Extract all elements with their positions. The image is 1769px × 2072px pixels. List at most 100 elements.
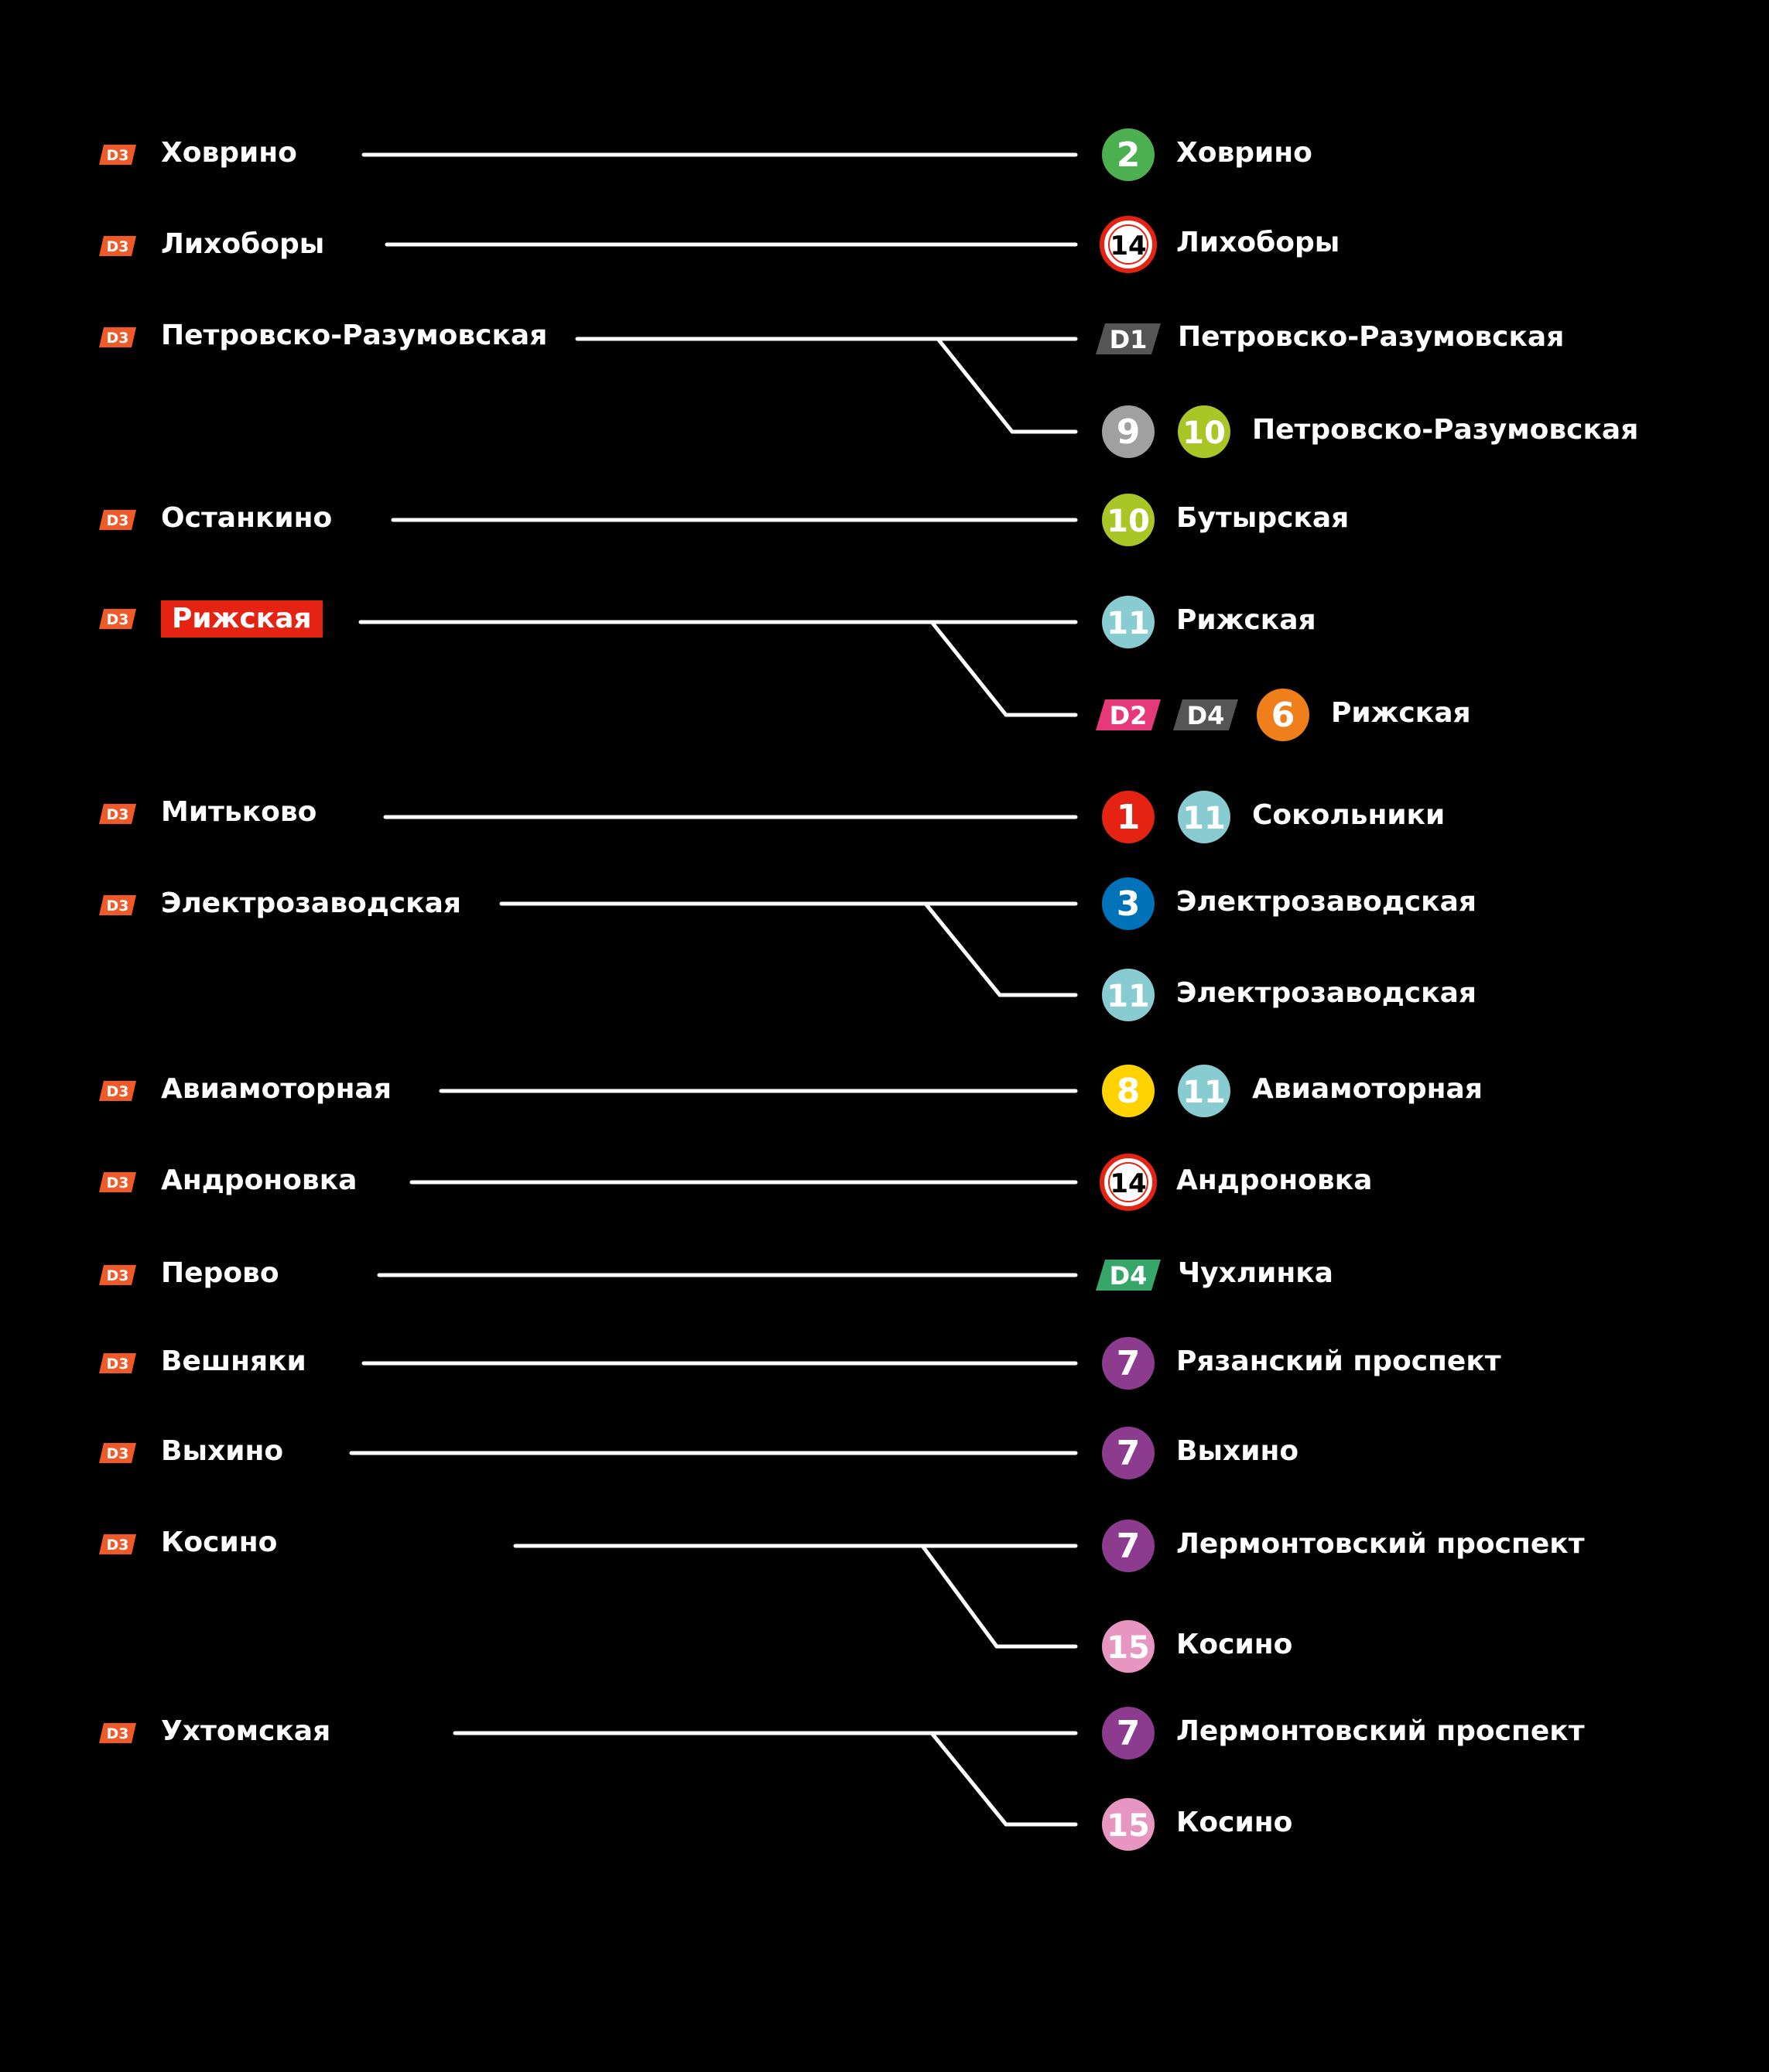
svg-text:D3: D3 xyxy=(107,1445,129,1462)
transfer-station-label: Лермонтовский проспект xyxy=(1176,1528,1585,1560)
svg-text:14: 14 xyxy=(1110,231,1146,262)
svg-text:14: 14 xyxy=(1110,1168,1146,1199)
svg-text:6: 6 xyxy=(1271,696,1295,735)
d3-line-icon: D3 xyxy=(99,609,136,629)
transfer-station-label: Ховрино xyxy=(1176,137,1312,169)
d1-line-icon: D1 xyxy=(1096,323,1161,354)
d3-line-icon: D3 xyxy=(99,1443,136,1463)
line-11-icon: 11 xyxy=(1178,791,1230,843)
svg-text:1: 1 xyxy=(1117,798,1141,837)
line-7-icon: 7 xyxy=(1102,1707,1155,1759)
svg-text:D3: D3 xyxy=(107,898,129,915)
branch-connector xyxy=(929,1731,1008,1827)
d3-line-icon: D3 xyxy=(99,1723,136,1743)
branch-connector xyxy=(923,901,1002,997)
svg-text:8: 8 xyxy=(1117,1072,1141,1111)
transfer-station-label: Лермонтовский проспект xyxy=(1176,1715,1585,1747)
svg-text:D3: D3 xyxy=(107,806,129,823)
d3-station-label: Электрозаводская xyxy=(161,887,461,919)
transfer-station-label: Рижская xyxy=(1176,604,1316,636)
transfer-station-label: Рижская xyxy=(1331,697,1471,729)
svg-text:10: 10 xyxy=(1107,504,1150,539)
d3-station-label: Петровско-Разумовская xyxy=(161,320,548,351)
transfer-station-label: Авиамоторная xyxy=(1252,1073,1483,1105)
transfer-station-label: Лихоборы xyxy=(1176,227,1340,258)
d3-line-icon: D3 xyxy=(99,895,136,915)
svg-text:D3: D3 xyxy=(107,1174,129,1192)
transfer-station-label: Косино xyxy=(1176,1629,1293,1660)
d3-line-icon: D3 xyxy=(99,1081,136,1101)
d3-station-label: Ухтомская xyxy=(161,1715,331,1747)
svg-text:D3: D3 xyxy=(107,238,129,255)
transfer-station-label: Электрозаводская xyxy=(1176,886,1476,918)
svg-text:10: 10 xyxy=(1182,415,1226,451)
d3-line-icon: D3 xyxy=(99,1172,136,1192)
transfer-station-label: Выхино xyxy=(1176,1435,1299,1467)
svg-text:7: 7 xyxy=(1117,1344,1141,1383)
svg-text:D3: D3 xyxy=(107,147,129,164)
transfer-station-label: Сокольники xyxy=(1252,799,1446,831)
branch-connector xyxy=(936,337,1015,434)
d4-line-icon: D4 xyxy=(1173,699,1238,730)
svg-text:7: 7 xyxy=(1117,1527,1141,1566)
transfer-station-label: Рязанский проспект xyxy=(1176,1345,1501,1377)
svg-text:D4: D4 xyxy=(1187,701,1225,730)
d3-station-label: Выхино xyxy=(161,1435,284,1467)
svg-text:D4: D4 xyxy=(1110,1261,1148,1291)
svg-text:7: 7 xyxy=(1117,1714,1141,1753)
d3-station-label: Косино xyxy=(161,1527,278,1558)
d3-line-icon: D3 xyxy=(99,804,136,824)
line-7-icon: 7 xyxy=(1102,1520,1155,1572)
d3-station-label: Вешняки xyxy=(161,1345,306,1377)
svg-text:D3: D3 xyxy=(107,330,129,347)
svg-text:7: 7 xyxy=(1117,1434,1141,1473)
d3-line-icon: D3 xyxy=(99,1353,136,1373)
line-7-icon: 7 xyxy=(1102,1337,1155,1390)
d3-station-label: Лихоборы xyxy=(161,228,325,260)
d3-line-icon: D3 xyxy=(99,145,136,165)
line-9-icon: 9 xyxy=(1102,405,1155,458)
svg-text:D3: D3 xyxy=(107,1356,129,1373)
line-15-icon: 15 xyxy=(1102,1620,1155,1673)
d3-station-label: Авиамоторная xyxy=(161,1073,392,1105)
svg-text:D3: D3 xyxy=(107,611,129,628)
svg-text:11: 11 xyxy=(1182,801,1226,836)
line-11-icon: 11 xyxy=(1102,969,1155,1021)
line-7-icon: 7 xyxy=(1102,1427,1155,1479)
d4-line-icon: D4 xyxy=(1096,1260,1161,1291)
line-15-icon: 15 xyxy=(1102,1798,1155,1851)
line-10-icon: 10 xyxy=(1102,494,1155,546)
line-3-icon: 3 xyxy=(1102,877,1155,930)
line-2-icon: 2 xyxy=(1102,128,1155,181)
line-1-icon: 1 xyxy=(1102,791,1155,843)
svg-text:D2: D2 xyxy=(1110,701,1148,730)
d3-line-icon: D3 xyxy=(99,236,136,256)
svg-text:2: 2 xyxy=(1117,135,1141,175)
d3-line-icon: D3 xyxy=(99,1534,136,1554)
d3-station-label: Митьково xyxy=(161,796,317,828)
svg-text:3: 3 xyxy=(1117,884,1141,924)
d3-line-icon: D3 xyxy=(99,510,136,530)
line-11-icon: 11 xyxy=(1178,1065,1230,1117)
branch-connector xyxy=(929,620,1008,717)
line-14-icon: 14 xyxy=(1100,216,1157,273)
svg-text:9: 9 xyxy=(1117,412,1141,452)
svg-text:11: 11 xyxy=(1107,979,1150,1014)
transfer-station-label: Петровско-Разумовская xyxy=(1178,321,1565,353)
transfer-station-label: Бутырская xyxy=(1176,502,1350,534)
branch-connector xyxy=(920,1544,999,1649)
transfer-station-label: Электрозаводская xyxy=(1176,977,1476,1009)
svg-text:15: 15 xyxy=(1107,1808,1150,1844)
svg-text:D3: D3 xyxy=(107,1537,129,1554)
transfer-station-label: Петровско-Разумовская xyxy=(1252,414,1639,446)
d3-line-icon: D3 xyxy=(99,327,136,347)
svg-text:D3: D3 xyxy=(107,1725,129,1742)
line-10-icon: 10 xyxy=(1178,405,1230,458)
transfer-station-label: Чухлинка xyxy=(1178,1257,1333,1289)
d3-station-label: Рижская xyxy=(161,600,323,638)
d3-station-label: Перово xyxy=(161,1257,279,1289)
d2-line-icon: D2 xyxy=(1096,699,1161,730)
d3-station-label: Андроновка xyxy=(161,1164,358,1196)
